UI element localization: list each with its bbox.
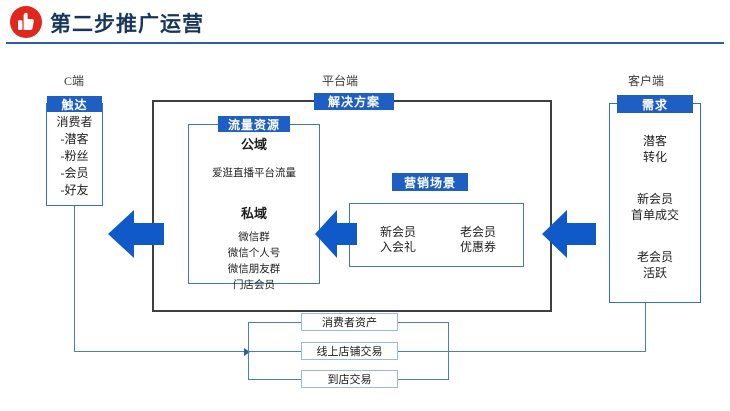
slide-header: 第二步推广运营 [0, 0, 730, 48]
connector-right-branch-top [397, 322, 449, 324]
bottom-box[interactable]: 消费者资产 [301, 313, 398, 331]
right-column-caption: 客户端 [627, 74, 664, 88]
center-column-caption: 平台端 [321, 74, 358, 88]
connector-left-branch-bottom [248, 379, 302, 381]
list-item: -粉丝 [60, 149, 89, 163]
connector-left-branch-top [248, 322, 302, 324]
list-item-line2: 活跃 [642, 266, 667, 280]
list-item-line1: 新会员 [636, 192, 673, 206]
arrow-right-to-center-icon [542, 208, 596, 260]
left-column-list: 消费者 -潜客 -粉丝 -会员 -好友 [46, 114, 103, 199]
connector-left-vertical [74, 206, 76, 352]
marketing-scenario-box [349, 203, 524, 267]
list-item: -会员 [60, 166, 89, 180]
left-column-tag: 触达 [47, 96, 102, 112]
bottom-box[interactable]: 到店交易 [301, 370, 398, 388]
marketing-scenario-tag: 营销场景 [392, 173, 468, 191]
list-item: 潜客 转化 [643, 133, 667, 165]
private-domain-item: 微信朋友群 [227, 264, 281, 275]
connector-left-branch-mid [248, 351, 302, 353]
thumbs-up-icon [10, 6, 42, 38]
private-domain-item: 微信群 [238, 232, 270, 243]
connector-left-arrowhead [244, 348, 250, 356]
list-item-line1: 潜客 [642, 134, 667, 148]
list-item: -好友 [60, 183, 89, 197]
private-domain-item: 门店会员 [233, 280, 275, 291]
bottom-box[interactable]: 线上店铺交易 [301, 342, 398, 360]
public-domain-label: 公域 [240, 137, 267, 152]
left-column-box [46, 103, 103, 206]
header-divider [6, 42, 724, 44]
list-item: -潜客 [60, 132, 89, 146]
connector-right-branch-mid [397, 351, 449, 353]
right-column-box [609, 103, 701, 303]
connector-right-vertical [645, 303, 647, 352]
connector-left-horizontal [74, 351, 246, 353]
connector-right-horizontal [448, 351, 646, 353]
traffic-resource-tag: 流量资源 [218, 116, 290, 132]
scenario-item-line2: 入会礼 [379, 240, 416, 254]
public-domain-item: 爱逛直播平台流量 [212, 168, 296, 179]
list-item-line2: 首单成交 [630, 208, 679, 222]
connector-right-branch-bottom [397, 379, 449, 381]
private-domain-item: 微信个人号 [227, 248, 281, 259]
list-item: 消费者 [56, 115, 93, 129]
arrow-scenario-to-traffic-icon [315, 208, 357, 260]
scenario-item: 新会员 入会礼 [365, 225, 431, 255]
scenario-item-line2: 优惠券 [459, 240, 496, 254]
right-column-list: 潜客 转化 新会员 首单成交 老会员 活跃 [609, 125, 701, 281]
right-column-tag: 需求 [617, 95, 693, 113]
scenario-item: 老会员 优惠券 [445, 225, 511, 255]
scenario-item-line1: 老会员 [459, 225, 496, 239]
left-column-caption: C端 [63, 74, 84, 88]
center-column-tag: 解决方案 [314, 93, 394, 110]
list-item-line2: 转化 [642, 150, 667, 164]
scenario-item-line1: 新会员 [379, 225, 416, 239]
private-domain-label: 私域 [240, 206, 267, 221]
traffic-resource-box [188, 124, 320, 284]
list-item: 老会员 活跃 [637, 249, 673, 281]
list-item-line1: 老会员 [636, 250, 673, 264]
arrow-center-to-left-icon [108, 208, 164, 260]
page-title: 第二步推广运营 [50, 13, 204, 36]
list-item: 新会员 首单成交 [631, 191, 679, 223]
